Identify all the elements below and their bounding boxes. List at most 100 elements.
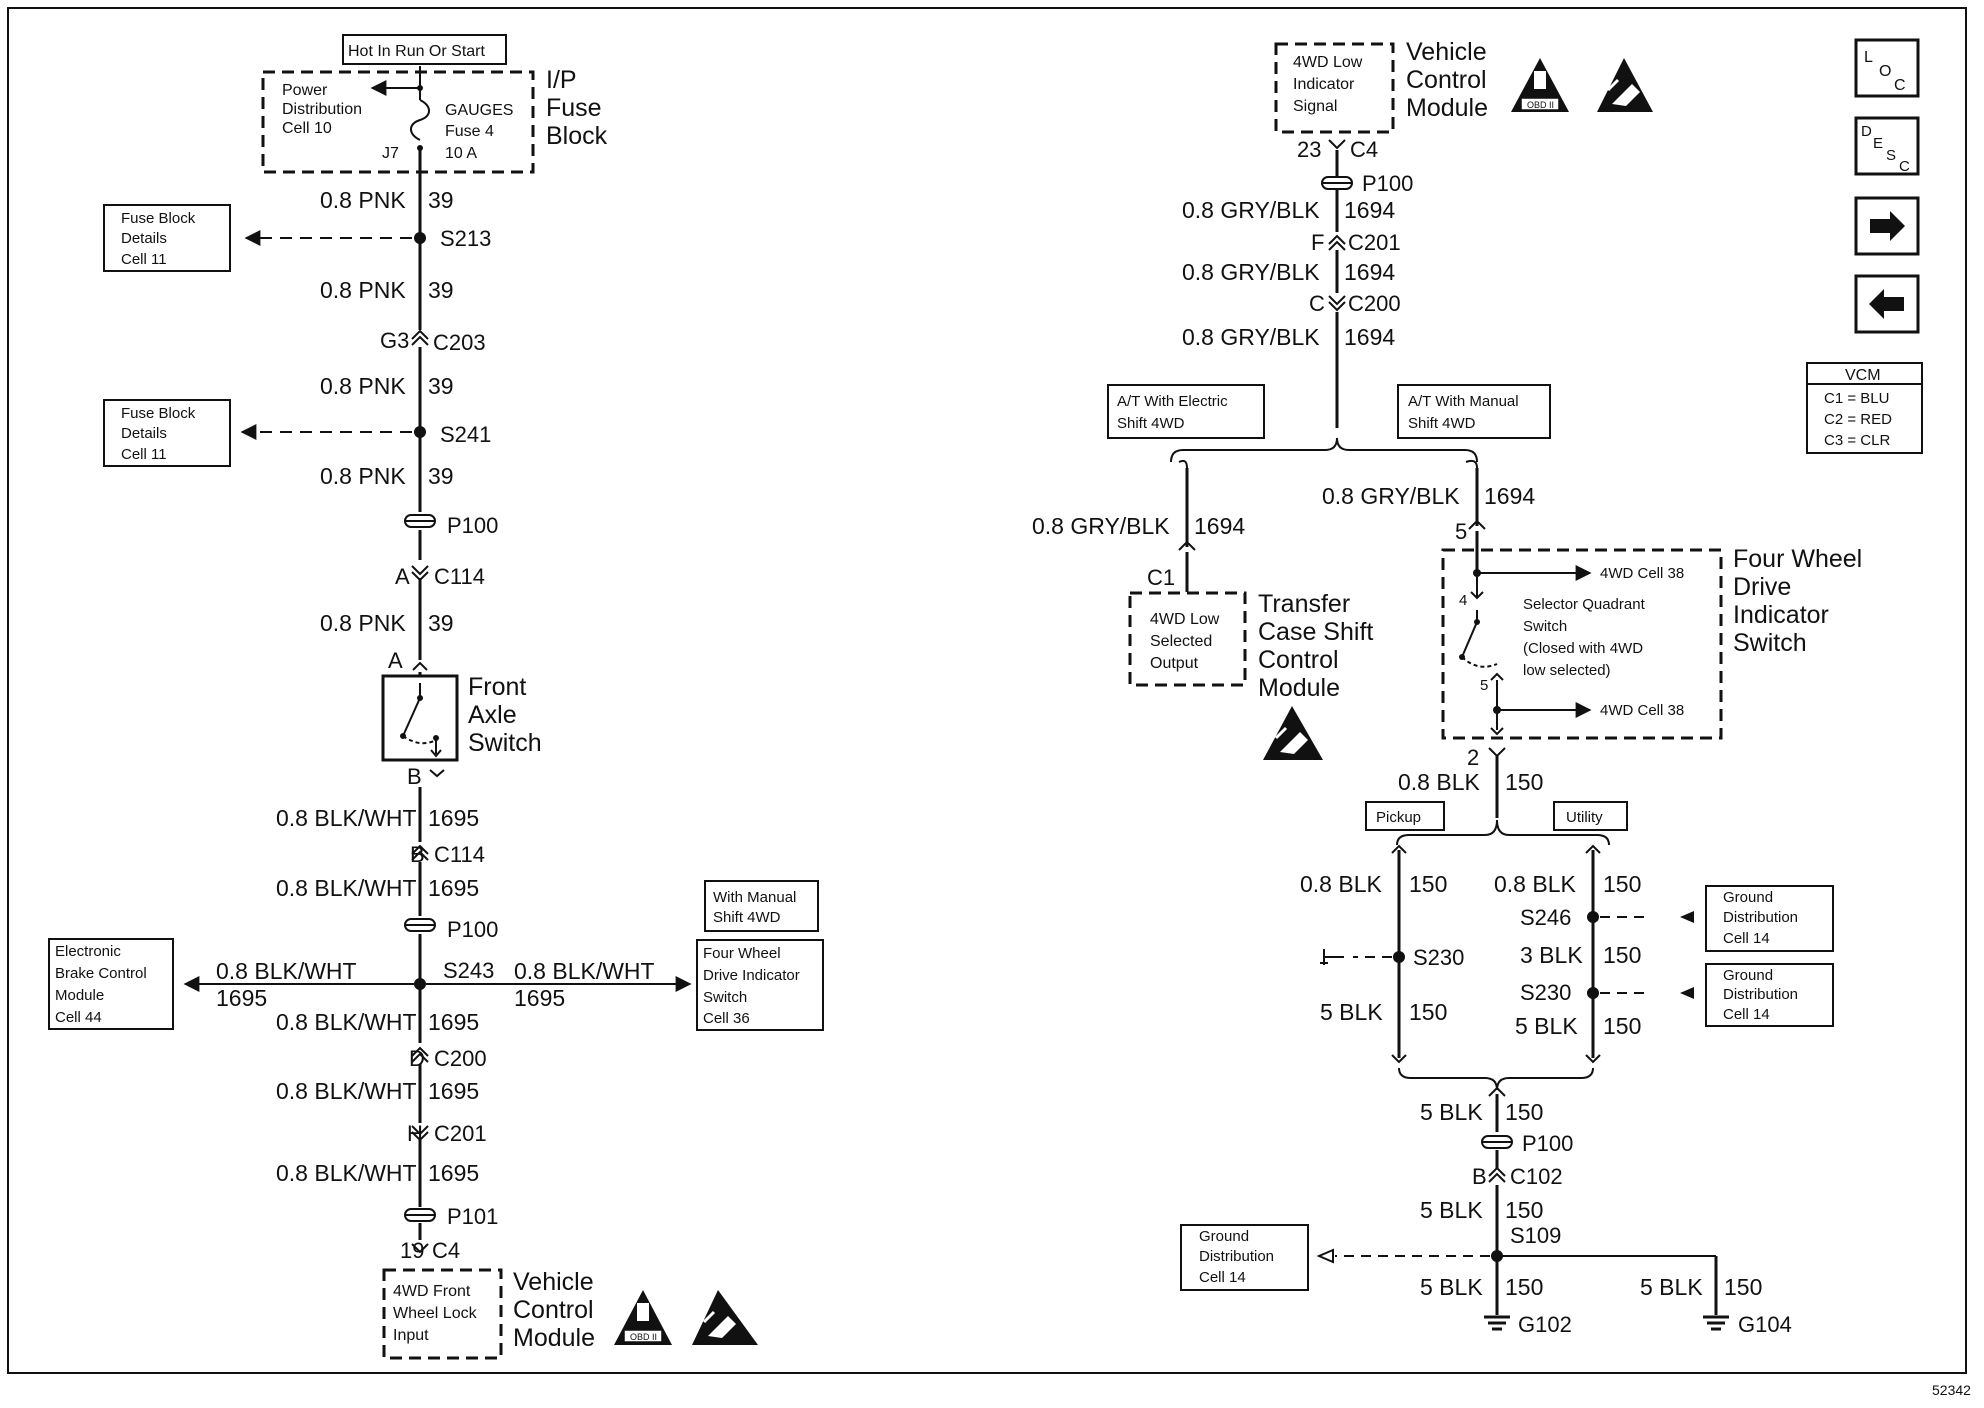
c200-left-label: C200 — [434, 1046, 487, 1071]
splice-s243 — [414, 978, 426, 990]
tcscm-title-2: Case Shift — [1258, 618, 1373, 646]
tcscm-box-line2: Selected — [1150, 633, 1212, 650]
wire-gryblk-tc: 0.8 GRY/BLK — [1032, 513, 1170, 539]
p100-left-label: P100 — [447, 513, 498, 538]
pickup-label: Pickup — [1376, 809, 1421, 826]
tcscm-title-3: Control — [1258, 646, 1339, 674]
ground-dist-3-line1: Ground — [1199, 1228, 1249, 1245]
wire-blkwht-2: 0.8 BLK/WHT — [276, 875, 417, 901]
gauges-line2: Fuse 4 — [445, 123, 494, 140]
esd-warning-tc-icon — [1263, 706, 1323, 760]
ground-dist-2-line1: Ground — [1723, 967, 1773, 984]
ebcm-line3: Module — [55, 987, 104, 1004]
wire-blk5-pickup: 5 BLK — [1320, 999, 1383, 1025]
circuit-150-utility-2: 150 — [1603, 942, 1641, 968]
wire-gryblk-fwd: 0.8 GRY/BLK — [1322, 483, 1460, 509]
vcm-connector-legend: VCM C1 = BLU C2 = RED C3 = CLR — [1806, 362, 1923, 454]
vcm-signal-line2: Indicator — [1293, 76, 1355, 93]
circuit-39-4: 39 — [428, 463, 454, 489]
fwd-title-3: Indicator — [1733, 601, 1829, 629]
pin-4: 4 — [1459, 592, 1467, 609]
desc-icon[interactable]: D E S C — [1854, 116, 1920, 176]
fwd-switch-line4: Cell 36 — [703, 1010, 750, 1027]
vcm-right-title-3: Module — [1406, 94, 1488, 122]
vcm-legend-c1: C1 = BLU — [1824, 390, 1889, 407]
circuit-1694-tc: 1694 — [1194, 513, 1245, 539]
tcscm-title-1: Transfer — [1258, 590, 1350, 618]
wire-blk08-pickup: 0.8 BLK — [1300, 871, 1382, 897]
s241-label: S241 — [440, 422, 491, 447]
wire-gryblk-1: 0.8 GRY/BLK — [1182, 197, 1320, 223]
tcscm-box-line1: 4WD Low — [1150, 611, 1220, 628]
vcm-left-title-2: Control — [513, 1296, 594, 1324]
fwd-switch-line1: Four Wheel — [703, 945, 781, 962]
next-arrow-icon[interactable] — [1854, 196, 1920, 256]
ground-dist-2-line3: Cell 14 — [1723, 1006, 1770, 1023]
esd-warning-right-icon — [1597, 58, 1653, 112]
front-axle-title-1: Front — [468, 673, 526, 701]
wire-blk3: 3 BLK — [1520, 942, 1583, 968]
vcm-legend-c2: C2 = RED — [1824, 411, 1892, 428]
pin-19: 19 — [400, 1238, 424, 1263]
fuse-details-2-line3: Cell 11 — [121, 446, 167, 463]
loc-icon[interactable]: L O C — [1854, 38, 1920, 98]
pin-5-top: 5 — [1455, 519, 1467, 544]
circuit-150-g104: 150 — [1724, 1274, 1762, 1300]
tcscm-box-line3: Output — [1150, 655, 1199, 672]
g102-label: G102 — [1518, 1312, 1572, 1337]
splice-s246 — [1587, 911, 1599, 923]
s230-utility-label: S230 — [1520, 980, 1571, 1005]
splice-s241 — [414, 426, 426, 438]
g104-label: G104 — [1738, 1312, 1792, 1337]
wire-pnk-1: 0.8 PNK — [320, 187, 406, 213]
loc-l: L — [1864, 49, 1873, 66]
p100-right-label: P100 — [1362, 171, 1413, 196]
vcm-signal-line3: Signal — [1293, 98, 1337, 115]
desc-d: D — [1861, 123, 1872, 140]
fuse-block-title-3: Block — [546, 122, 608, 150]
pin-5-switch: 5 — [1480, 677, 1488, 694]
circuit-150-pickup-1: 150 — [1409, 871, 1447, 897]
splice-s230-utility — [1587, 987, 1599, 999]
right-circuit: 4WD Low Indicator Signal Vehicle Control… — [1032, 38, 1862, 1337]
c114-label-1: C114 — [434, 564, 485, 589]
vcm-left-title-3: Module — [513, 1324, 595, 1352]
g3-label: G3 — [380, 328, 409, 353]
obd-badge-icon: OBD II — [614, 1290, 672, 1345]
wire-pnk-2: 0.8 PNK — [320, 277, 406, 303]
circuit-1695-2: 1695 — [428, 875, 479, 901]
fuse-block-title-1: I/P — [546, 66, 577, 94]
vcm-right-title-1: Vehicle — [1406, 38, 1487, 66]
vcm-right-title-2: Control — [1406, 66, 1487, 94]
p100-right — [1321, 176, 1353, 190]
p101-label: P101 — [447, 1204, 498, 1229]
s213-label: S213 — [440, 226, 491, 251]
with-manual-box — [704, 880, 819, 932]
pin-d: D — [409, 1046, 425, 1071]
power-label: Hot In Run Or Start — [348, 43, 485, 60]
fuse-details-1-line1: Fuse Block — [121, 210, 196, 227]
wire-gryblk-3: 0.8 GRY/BLK — [1182, 324, 1320, 350]
fuse-block-title-2: Fuse — [546, 94, 602, 122]
prev-arrow-icon[interactable] — [1854, 274, 1920, 334]
pin-2: 2 — [1467, 745, 1479, 770]
gauges-line3: 10 A — [445, 145, 477, 162]
selector-line3: (Closed with 4WD — [1523, 640, 1643, 657]
wire-pnk-3: 0.8 PNK — [320, 373, 406, 399]
wire-blkwht-5: 0.8 BLK/WHT — [276, 1160, 417, 1186]
circuit-1694-fwd: 1694 — [1484, 483, 1535, 509]
splice-s230-pickup — [1393, 951, 1405, 963]
vcm-input-line1: 4WD Front — [393, 1283, 471, 1300]
power-dist-line2: Distribution — [282, 101, 362, 118]
c4-right-label: C4 — [1350, 137, 1378, 162]
wire-blk08-utility: 0.8 BLK — [1494, 871, 1576, 897]
obd-badge-right-text: OBD II — [1527, 100, 1554, 110]
pin-a-2: A — [388, 648, 403, 673]
fwd-title-4: Switch — [1733, 629, 1807, 657]
desc-s: S — [1886, 147, 1896, 164]
circuit-1695-4: 1695 — [428, 1078, 479, 1104]
at-manual-box — [1397, 384, 1551, 439]
ebcm-line2: Brake Control — [55, 965, 147, 982]
obd-badge-left-text: OBD II — [630, 1332, 657, 1342]
